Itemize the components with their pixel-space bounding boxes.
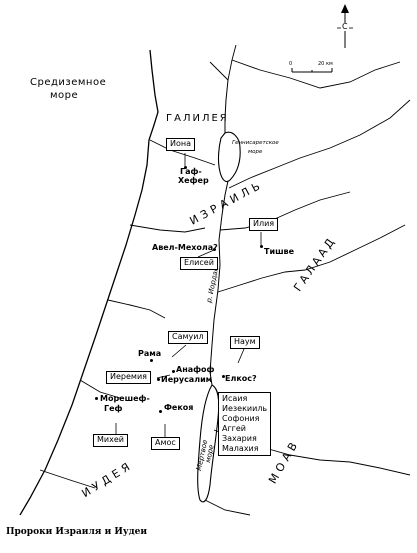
prophet-box-jonah: Иона	[166, 138, 196, 151]
town-tishbe: Тишве	[264, 247, 295, 256]
prophet-box-jerusalem-list: Исаия Иезекииль Софония Аггей Захария Ма…	[218, 392, 272, 456]
jordan-river	[209, 79, 229, 386]
town-gath-hepher-1: Гаф-	[180, 167, 202, 176]
town-abel-meholah: Авел-Мехола?	[152, 243, 218, 252]
town-anathoth: Анафоф	[176, 365, 215, 374]
town-moresheth-2: Геф	[104, 404, 123, 413]
prophet-list-item: Малахия	[222, 444, 259, 453]
prophet-list-item: Иезекииль	[222, 404, 268, 413]
prophet-list-item: Захария	[222, 434, 257, 443]
town-dot-gath-hepher	[184, 166, 187, 169]
leader-lines	[115, 153, 262, 438]
town-tekoa: Фекоя	[164, 403, 194, 412]
kishon-river	[149, 139, 216, 166]
jabbok-river	[217, 224, 406, 293]
sea-label-gennesaret-1: Геннисаретское	[232, 140, 279, 146]
west-wadi-4	[39, 469, 96, 489]
sea-label-mediterranean-2: море	[50, 90, 79, 101]
town-dot-moresheth	[95, 397, 98, 400]
prophet-list-item: Аггей	[222, 424, 246, 433]
town-dot-abel-meholah	[213, 248, 216, 251]
prophet-box-amos: Амос	[151, 437, 180, 450]
town-dot-tishbe	[260, 245, 263, 248]
scale-zero: 0	[289, 61, 293, 67]
town-dot-elkosh	[222, 375, 225, 378]
prophet-box-elijah: Илия	[249, 218, 279, 231]
upper-tributary	[209, 44, 237, 81]
prophet-box-elisha: Елисей	[180, 257, 218, 270]
town-ramah: Рама	[138, 349, 162, 358]
town-moresheth-1: Морешеф-	[100, 394, 150, 403]
scale-max: 20 км	[318, 61, 333, 67]
zered-river	[204, 499, 251, 516]
region-galilee: ГАЛИЛЕЯ	[166, 113, 229, 124]
west-wadi-2	[107, 299, 166, 319]
prophet-box-micah: Михей	[93, 434, 128, 447]
sea-label-gennesaret-2: море	[248, 149, 263, 155]
town-dot-tekoa	[159, 410, 162, 413]
map-caption: Пророки Израиля и Иудеи	[6, 527, 148, 537]
town-gath-hepher-2: Хефер	[178, 176, 209, 185]
west-wadi-1	[129, 224, 206, 233]
scale-bar	[291, 68, 333, 73]
prophet-box-samuel: Самуил	[168, 331, 208, 344]
town-dot-anathoth	[172, 370, 175, 373]
compass-letter: С	[341, 22, 349, 31]
town-jerusalem: Иерусалим	[161, 375, 213, 384]
gilead-river	[219, 191, 351, 231]
prophet-box-jeremiah: Иеремия	[106, 371, 151, 384]
gennesaret-sea	[217, 131, 241, 183]
coastline	[19, 49, 159, 516]
prophet-list-item: Исаия	[222, 394, 248, 403]
west-wadi-3	[79, 379, 121, 399]
yarmuk-river	[228, 99, 411, 189]
prophet-box-nahum: Наум	[230, 336, 260, 349]
sea-label-mediterranean-1: Средиземное	[30, 77, 107, 88]
prophet-list-item: Софония	[222, 414, 260, 423]
town-elkosh: Елкос?	[225, 374, 257, 383]
town-dot-jerusalem	[157, 378, 160, 381]
town-dot-ramah	[150, 359, 153, 362]
east-upper-river	[231, 59, 401, 89]
